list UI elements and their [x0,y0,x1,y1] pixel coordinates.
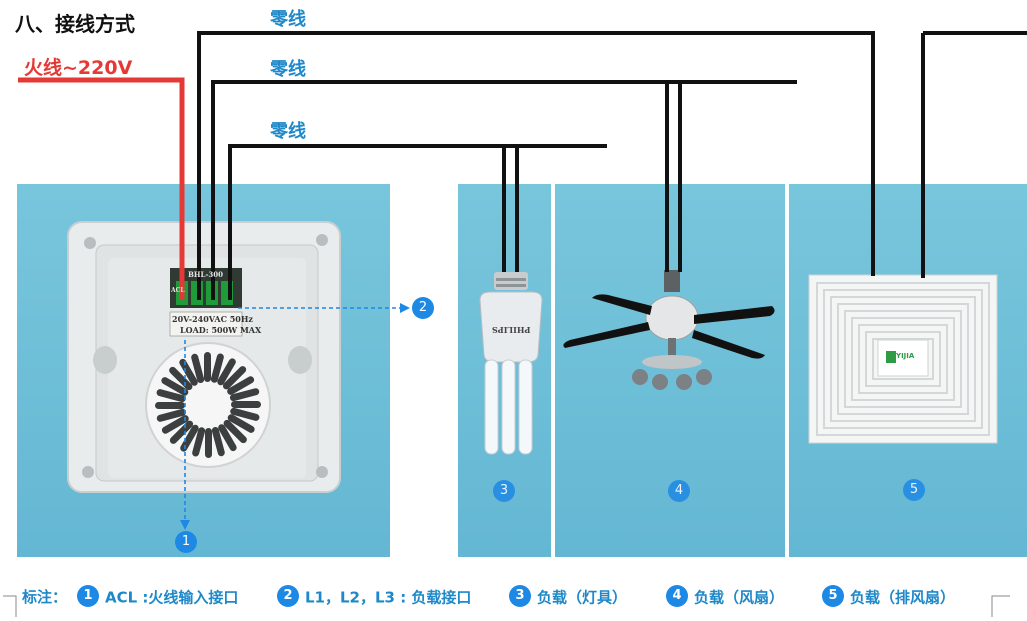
legend-item-3: 3 负载（灯具） [509,585,628,608]
device-rating-line1: 20V-240VAC 50Hz [172,314,253,324]
light-bulb [479,272,543,455]
legend-badge-5: 5 [822,585,844,607]
neutral-wire-label-3: 零线 [270,121,306,142]
legend: 标注： 1 ACL :火线输入接口 2 L1，L2，L3 : 负载接口 3 负载（灯具… [0,578,1027,618]
controller-device [67,221,341,493]
legend-prefix: 标注： [22,586,67,607]
legend-item-5: 5 负载（排风扇） [822,585,956,608]
fan-brand-logo: YIJIA [896,352,915,360]
legend-item-4: 4 负载（风扇） [666,585,785,608]
legend-badge-4: 4 [666,585,688,607]
live-wire-label: 火线~220V [24,57,133,79]
legend-item-1: 1 ACL :火线输入接口 [77,585,239,608]
ceiling-fan [563,270,775,390]
legend-item-2: 2 L1，L2，L3 : 负载接口 [277,585,472,608]
exhaust-fan [808,274,998,444]
neutral-wire-label-1: 零线 [270,9,306,30]
legend-badge-1: 1 [77,585,99,607]
terminal-label: ACL [171,287,185,294]
badge-4: 4 [668,480,690,502]
legend-text-5: 负载（排风扇） [850,588,956,607]
bulb-brand-logo: PHILIPS [492,325,531,335]
device-rating-line2: LOAD: 500W MAX [180,325,262,335]
callout-pointers [184,307,400,528]
device-model: BHL-300 [188,270,223,279]
badge-2: 2 [412,297,434,319]
legend-text-2: L1，L2，L3 : 负载接口 [305,588,472,607]
legend-text-3: 负载（灯具） [537,588,628,607]
neutral-wires [197,31,1027,300]
legend-badge-3: 3 [509,585,531,607]
badge-1: 1 [175,531,197,553]
legend-prefix-text: 标注： [22,588,68,606]
legend-badge-2: 2 [277,585,299,607]
neutral-wire-label-2: 零线 [270,59,306,80]
live-wire [18,77,185,300]
badge-5: 5 [903,479,925,501]
legend-text-1: ACL :火线输入接口 [105,588,239,607]
badge-3: 3 [493,480,515,502]
legend-text-4: 负载（风扇） [694,588,785,607]
page-title: 八、接线方式 [15,12,135,36]
